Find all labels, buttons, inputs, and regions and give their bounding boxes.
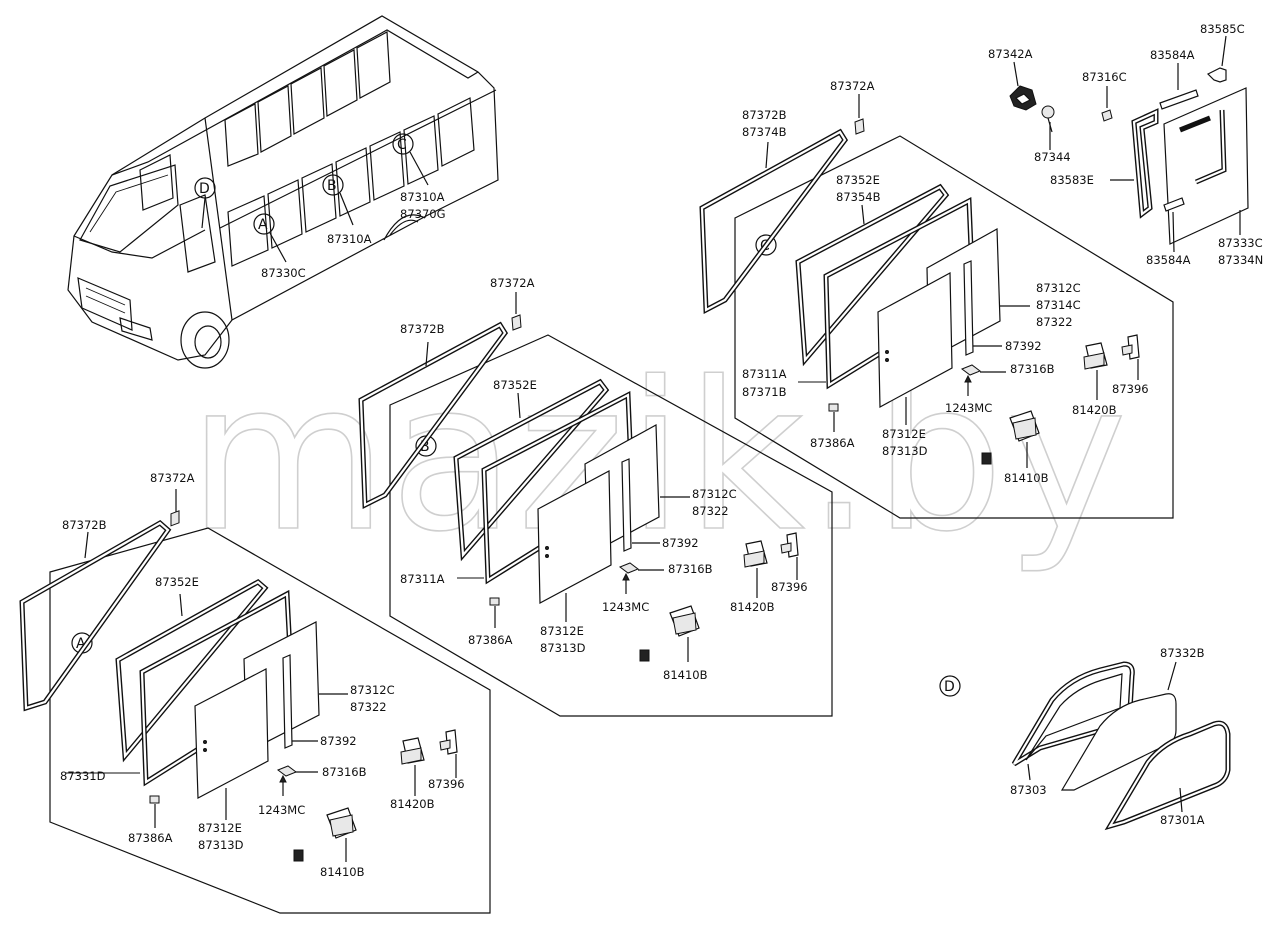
label-c-87372a: 87372A bbox=[830, 79, 875, 93]
label-a-87322: 87322 bbox=[350, 700, 387, 714]
label-87330c-bus: 87330C bbox=[261, 266, 306, 280]
label-c-87312c: 87312C bbox=[1036, 281, 1081, 295]
callout-d-bus: D bbox=[194, 177, 216, 229]
label-c-87386a: 87386A bbox=[810, 436, 855, 450]
svg-text:D: D bbox=[199, 181, 210, 197]
label-c-87372b: 87372B bbox=[742, 108, 787, 122]
label-a-87372a: 87372A bbox=[150, 471, 195, 485]
label-b-87312e: 87312E bbox=[540, 624, 584, 638]
group-d: D 87332B 87303 87301A bbox=[939, 646, 1231, 831]
label-b-87386a: 87386A bbox=[468, 633, 513, 647]
callout-c-bus: C bbox=[392, 133, 429, 186]
group-b: B bbox=[358, 276, 833, 717]
label-a-87386a: 87386A bbox=[128, 831, 173, 845]
label-b-87372b: 87372B bbox=[400, 322, 445, 336]
label-c-81410b: 81410B bbox=[1004, 471, 1049, 485]
label-b-81420b: 81420B bbox=[730, 600, 775, 614]
label-a-81410b: 81410B bbox=[320, 865, 365, 879]
label-a-81420b: 81420B bbox=[390, 797, 435, 811]
label-a-1243mc: 1243MC bbox=[258, 803, 305, 817]
label-a-87352e: 87352E bbox=[155, 575, 199, 589]
label-a-87312e: 87312E bbox=[198, 821, 242, 835]
label-c-1243mc: 1243MC bbox=[945, 401, 992, 415]
group-a-outline bbox=[49, 527, 491, 914]
label-87310a-c-bus: 87310A bbox=[400, 190, 445, 204]
label-c-87313d: 87313D bbox=[882, 444, 928, 458]
label-b-87396: 87396 bbox=[771, 580, 808, 594]
label-c-87354b: 87354B bbox=[836, 190, 881, 204]
label-a-87331d: 87331D bbox=[60, 769, 106, 783]
label-c-87374b: 87374B bbox=[742, 125, 787, 139]
callout-d: D bbox=[944, 679, 955, 695]
group-top-right: 87342A 87344 87316C 83584A 83585C 83583E… bbox=[988, 22, 1263, 267]
label-c-87311a: 87311A bbox=[742, 367, 787, 381]
label-b-81410b: 81410B bbox=[663, 668, 708, 682]
label-87316c: 87316C bbox=[1082, 70, 1127, 84]
label-c-87371b: 87371B bbox=[742, 385, 787, 399]
label-b-87372a: 87372A bbox=[490, 276, 535, 290]
svg-text:B: B bbox=[327, 178, 337, 194]
label-83584a-bot: 83584A bbox=[1146, 253, 1191, 267]
label-c-87396: 87396 bbox=[1112, 382, 1149, 396]
label-b-87316b: 87316B bbox=[668, 562, 713, 576]
bus-side-windows bbox=[227, 97, 475, 267]
label-a-87392: 87392 bbox=[320, 734, 357, 748]
label-a-87396: 87396 bbox=[428, 777, 465, 791]
label-87310a-b-bus: 87310A bbox=[327, 232, 372, 246]
group-c: C bbox=[699, 79, 1174, 519]
label-87334n: 87334N bbox=[1218, 253, 1263, 267]
label-c-81420b: 81420B bbox=[1072, 403, 1117, 417]
label-b-87392: 87392 bbox=[662, 536, 699, 550]
group-b-outline bbox=[389, 334, 833, 717]
label-c-87314c: 87314C bbox=[1036, 298, 1081, 312]
label-a-87372b: 87372B bbox=[62, 518, 107, 532]
callout-b: B bbox=[420, 439, 430, 455]
label-c-87392: 87392 bbox=[1005, 339, 1042, 353]
callout-a-bus: A bbox=[253, 213, 287, 263]
label-c-87322: 87322 bbox=[1036, 315, 1073, 329]
label-b-1243mc: 1243MC bbox=[602, 600, 649, 614]
label-83584a-top: 83584A bbox=[1150, 48, 1195, 62]
group-a: A bbox=[19, 471, 491, 914]
svg-text:A: A bbox=[258, 217, 268, 233]
label-87333c: 87333C bbox=[1218, 236, 1263, 250]
label-c-87316b: 87316B bbox=[1010, 362, 1055, 376]
label-87342a: 87342A bbox=[988, 47, 1033, 61]
label-b-87312c: 87312C bbox=[692, 487, 737, 501]
label-87344: 87344 bbox=[1034, 150, 1071, 164]
label-87332b: 87332B bbox=[1160, 646, 1205, 660]
label-83585c: 83585C bbox=[1200, 22, 1245, 36]
bus-upper-windows bbox=[139, 31, 391, 211]
label-a-87316b: 87316B bbox=[322, 765, 367, 779]
bus-illustration bbox=[67, 15, 499, 369]
label-87301a: 87301A bbox=[1160, 813, 1205, 827]
label-c-87352e: 87352E bbox=[836, 173, 880, 187]
label-87370g-bus: 87370G bbox=[400, 207, 446, 221]
label-87303: 87303 bbox=[1010, 783, 1047, 797]
label-c-87312e: 87312E bbox=[882, 427, 926, 441]
callout-b-bus: B bbox=[322, 174, 354, 226]
group-c-outline bbox=[734, 135, 1174, 519]
label-a-87313d: 87313D bbox=[198, 838, 244, 852]
label-83583e: 83583E bbox=[1050, 173, 1094, 187]
label-b-87311a: 87311A bbox=[400, 572, 445, 586]
label-b-87322: 87322 bbox=[692, 504, 729, 518]
svg-text:C: C bbox=[397, 137, 407, 153]
callout-a: A bbox=[76, 636, 86, 652]
label-b-87352e: 87352E bbox=[493, 378, 537, 392]
label-a-87312c: 87312C bbox=[350, 683, 395, 697]
label-b-87313d: 87313D bbox=[540, 641, 586, 655]
